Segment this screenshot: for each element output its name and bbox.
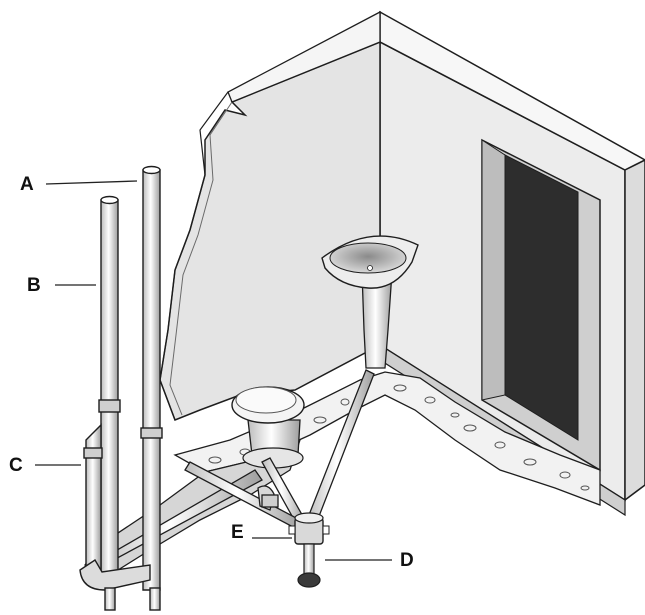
label-e: E <box>231 522 244 543</box>
label-c: C <box>9 455 23 476</box>
leader-a <box>45 180 138 185</box>
sink-bowl <box>329 242 407 274</box>
junction-top <box>294 512 324 524</box>
label-leaders <box>35 180 392 561</box>
junction-outlet <box>303 543 315 575</box>
left-wall <box>159 40 381 421</box>
junction-lug-right <box>322 525 330 535</box>
door-opening <box>504 154 579 441</box>
label-d: D <box>400 550 414 571</box>
sink <box>321 235 419 369</box>
label-a: A <box>20 174 34 195</box>
label-b: B <box>27 275 41 296</box>
junction-lug-left <box>288 525 296 535</box>
vent-pipe-a <box>142 169 161 591</box>
floor-drain-pipes <box>93 369 375 572</box>
wall-broken-edge <box>159 91 229 421</box>
door-jamb <box>481 139 506 401</box>
wall-end-face <box>624 159 645 502</box>
vent-pipes <box>79 165 163 611</box>
toilet-lid <box>235 386 297 414</box>
sink-drain <box>367 265 373 271</box>
junction-fitting <box>288 512 330 588</box>
trap-cap <box>297 572 321 588</box>
toilet <box>231 386 305 469</box>
vent-elbow <box>79 559 151 591</box>
vent-pipe-b <box>100 199 119 576</box>
wall-broken-edge-inner <box>169 101 233 416</box>
